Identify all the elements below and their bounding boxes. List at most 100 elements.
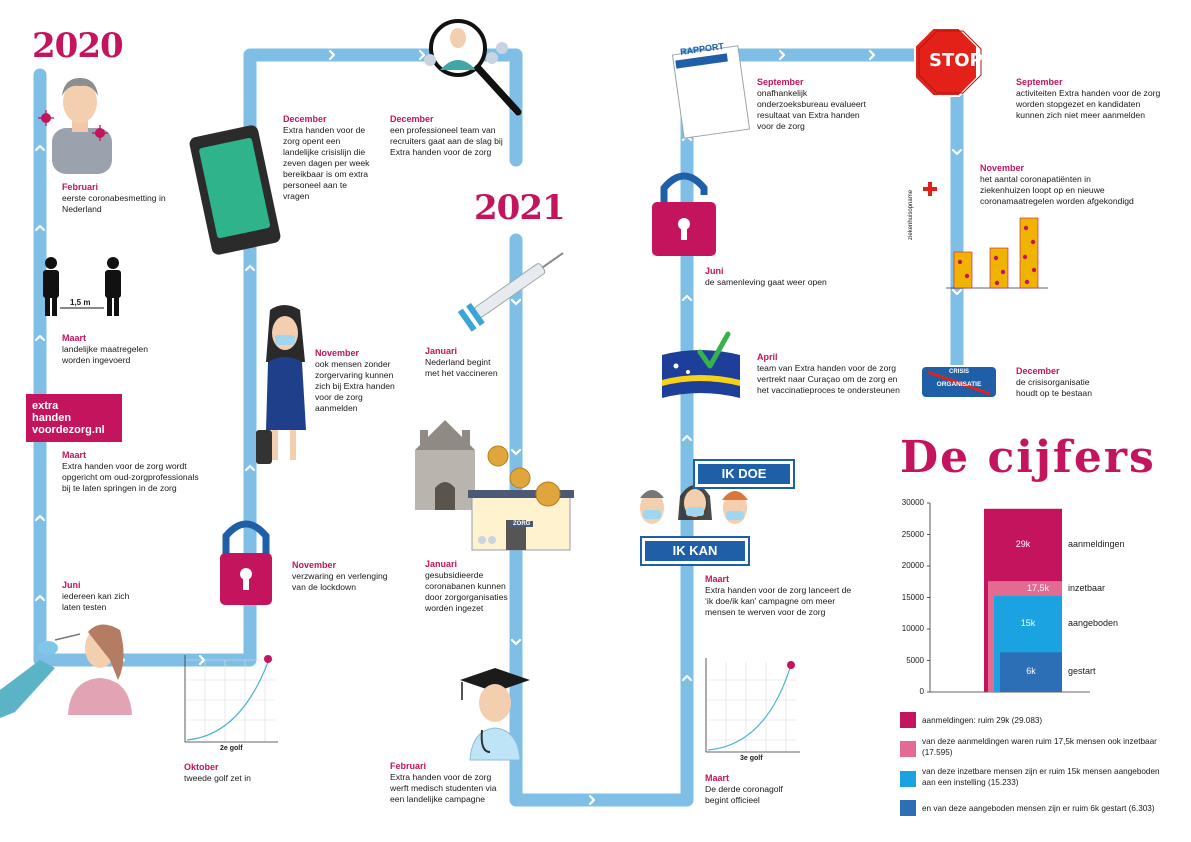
- event-month: Januari: [425, 346, 458, 356]
- legend-swatch-aanmeldingen: [900, 712, 916, 728]
- medical-student-illustration: [460, 668, 530, 761]
- sick-person-illustration: [38, 78, 112, 174]
- event-text: het aantal coronapatiënten in ziekenhuiz…: [980, 174, 1134, 206]
- event-month: December: [1016, 366, 1060, 376]
- event-month: Januari: [425, 559, 458, 569]
- recruiters-magnifier-illustration: [424, 19, 522, 116]
- event-text: de samenleving gaat weer open: [705, 277, 827, 287]
- cijfers-bars: [927, 502, 1062, 693]
- second-wave-chart: [184, 655, 278, 743]
- bar-value-aanmeldingen: 29k: [1015, 538, 1031, 549]
- event-text: onafhankelijk onderzoeksbureau evalueert…: [757, 88, 866, 131]
- curacao-flag-icon: [662, 331, 740, 398]
- event-month: December: [283, 114, 327, 124]
- bar-name-aangeboden: aangeboden: [1068, 618, 1119, 629]
- event-month: November: [980, 163, 1025, 173]
- ik-kan-sign: IK KAN: [640, 536, 750, 566]
- legend-swatch-aangeboden: [900, 771, 916, 787]
- y-tick-label: 15000: [901, 592, 924, 602]
- legend-swatch-inzetbaar: [900, 741, 916, 757]
- year-2021: 2021: [474, 188, 566, 228]
- syringe-icon: [457, 252, 564, 332]
- zorg-sign: ZORG: [510, 521, 534, 527]
- extra-handen-logo: extra handen voordezorg.nl: [26, 394, 122, 442]
- distance-label: 1,5 m: [70, 298, 91, 307]
- event-text: team van Extra handen voor de zorg vertr…: [757, 363, 900, 395]
- reopening-lock-icon: [652, 172, 716, 256]
- logo-line-1: extra: [32, 400, 59, 412]
- y-tick-label: 0: [919, 687, 924, 696]
- bar-name-inzetbaar: inzetbaar: [1068, 582, 1106, 593]
- bar-name-gestart: gestart: [1068, 666, 1096, 677]
- event-text: activiteiten Extra handen voor de zorg w…: [1016, 88, 1161, 120]
- event-text: ook mensen zonder zorgervaring kunnen zi…: [315, 359, 395, 413]
- second-wave-label: 2e golf: [220, 745, 243, 752]
- legend-swatch-gestart: [900, 800, 916, 816]
- bar-value-inzetbaar: 17,5k: [1026, 582, 1050, 593]
- event-text: gesubsidieerde coronabanen kunnen door z…: [425, 570, 508, 613]
- lockdown-lock-icon: [220, 520, 272, 605]
- stop-sign-label: STOP: [929, 50, 983, 71]
- logo-line-2: handen: [32, 412, 72, 424]
- bar-gestart: [1000, 652, 1062, 692]
- coronabanen-illustration: [415, 420, 574, 551]
- legend-aanmeldingen: aanmeldingen: ruim 29k (29.083): [922, 716, 1043, 725]
- campaign-faces-illustration: [640, 485, 748, 524]
- legend-gestart: en van deze aangeboden mensen zijn er ru…: [922, 804, 1155, 813]
- bar-value-aangeboden: 15k: [1020, 618, 1036, 629]
- event-text: tweede golf zet in: [184, 773, 251, 783]
- y-tick-label: 25000: [901, 529, 924, 539]
- organisatie-label: ORGANISATIE: [936, 381, 982, 388]
- bar-name-aanmeldingen: aanmeldingen: [1068, 538, 1125, 549]
- event-month: Oktober: [184, 762, 219, 772]
- event-text: landelijke maatregelen worden ingevoerd: [62, 344, 148, 365]
- crisis-label: CRISIS: [948, 369, 969, 375]
- hospitalisation-ylabel: ziekenhuisopname: [908, 189, 914, 240]
- volunteer-woman-illustration: [256, 305, 306, 464]
- stop-sign-icon: [914, 27, 982, 97]
- event-text: eerste coronabesmetting in Nederland: [62, 193, 166, 214]
- event-text: een professioneel team van recruiters ga…: [390, 125, 503, 157]
- event-month: Maart: [705, 773, 730, 783]
- event-month: Maart: [62, 450, 87, 460]
- event-month: Maart: [705, 574, 730, 584]
- bar-value-gestart: 6k: [1026, 666, 1036, 677]
- hospitalisation-mini-chart: [923, 182, 1048, 289]
- event-text: Extra handen voor de zorg opent een land…: [283, 125, 370, 201]
- event-text: De derde coronagolf begint officieel: [705, 784, 783, 805]
- event-month: Februari: [62, 182, 99, 192]
- y-tick-label: 20000: [901, 561, 924, 570]
- timeline-path: [33, 48, 964, 807]
- event-text: de crisisorganisatie houdt op te bestaan: [1016, 377, 1092, 398]
- event-text: Extra handen voor de zorg werft medisch …: [390, 772, 497, 804]
- phone-illustration: [189, 125, 281, 255]
- event-text: Extra handen voor de zorg lanceert de ‘i…: [705, 585, 852, 617]
- event-text: Extra handen voor de zorg wordt opgerich…: [62, 461, 199, 493]
- crisis-organisatie-sign: [920, 365, 998, 399]
- event-text: iedereen kan zich laten testen: [62, 591, 130, 612]
- event-month: Maart: [62, 333, 87, 343]
- event-month: November: [292, 560, 337, 570]
- event-month: September: [1016, 77, 1063, 87]
- logo-line-3: voordezorg.nl: [32, 424, 105, 436]
- event-month: Juni: [62, 580, 81, 590]
- event-month: September: [757, 77, 804, 87]
- event-month: Juni: [705, 266, 724, 276]
- event-text: verzwaring en verlenging van de lockdown: [292, 571, 388, 592]
- event-month: April: [757, 352, 778, 362]
